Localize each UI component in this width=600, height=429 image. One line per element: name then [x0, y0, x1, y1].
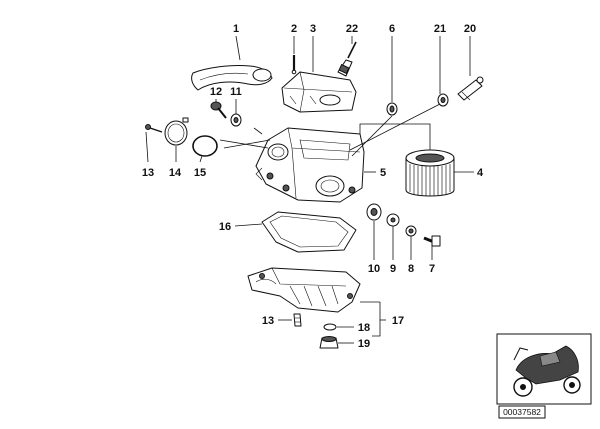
callout-6: 6 — [389, 23, 395, 35]
leader-lines — [145, 35, 474, 344]
part-cover — [281, 71, 357, 113]
part-sensor — [337, 41, 357, 77]
callout-19: 19 — [358, 338, 370, 350]
callout-17: 17 — [392, 315, 404, 327]
callout-12: 12 — [210, 86, 222, 98]
part-washer-8 — [405, 225, 417, 237]
callout-9: 9 — [390, 263, 396, 275]
callout-11: 11 — [230, 86, 242, 98]
part-connector-20 — [457, 76, 484, 101]
part-gasket — [261, 211, 357, 253]
part-drain-plug — [319, 336, 339, 349]
part-washer-21 — [437, 93, 449, 107]
part-intake-hose — [191, 65, 273, 91]
part-seal-18 — [323, 323, 337, 331]
callout-5: 5 — [380, 167, 386, 179]
callout-3: 3 — [310, 23, 316, 35]
motorcycle-thumbnail: 00037582 — [496, 333, 592, 419]
part-screw-13-bottom — [293, 313, 302, 327]
part-lower-case — [247, 267, 361, 313]
callout-18: 18 — [358, 322, 370, 334]
part-o-ring — [192, 135, 218, 157]
callout-15: 15 — [194, 167, 206, 179]
callout-21: 21 — [434, 23, 446, 35]
part-washer-9 — [386, 213, 400, 227]
callout-10: 10 — [368, 263, 380, 275]
part-screw-13-top — [145, 124, 163, 133]
callout-labels: 1 2 3 22 6 21 20 12 11 13 14 15 5 4 16 1… — [142, 23, 484, 350]
part-grommet-6 — [386, 102, 398, 116]
callout-8: 8 — [408, 263, 414, 275]
part-pin — [291, 55, 297, 75]
part-filter-element — [405, 149, 455, 197]
part-bolt-12 — [210, 101, 227, 119]
part-clamp-ring — [164, 117, 189, 146]
callout-13-bottom: 13 — [262, 315, 274, 327]
callout-20: 20 — [464, 23, 476, 35]
callout-4: 4 — [477, 167, 484, 179]
part-bolt-7 — [423, 235, 441, 247]
callout-7: 7 — [429, 263, 435, 275]
callout-14: 14 — [169, 167, 182, 179]
part-grommet-11 — [230, 113, 242, 127]
part-bush-10 — [366, 203, 382, 221]
callout-2: 2 — [291, 23, 297, 35]
callout-16: 16 — [219, 221, 231, 233]
callout-13-top: 13 — [142, 167, 154, 179]
motorcycle-icon — [513, 345, 581, 397]
part-housing — [255, 127, 365, 203]
callout-1: 1 — [233, 23, 239, 35]
diagram-code: 00037582 — [503, 407, 541, 417]
callout-22: 22 — [346, 23, 358, 35]
